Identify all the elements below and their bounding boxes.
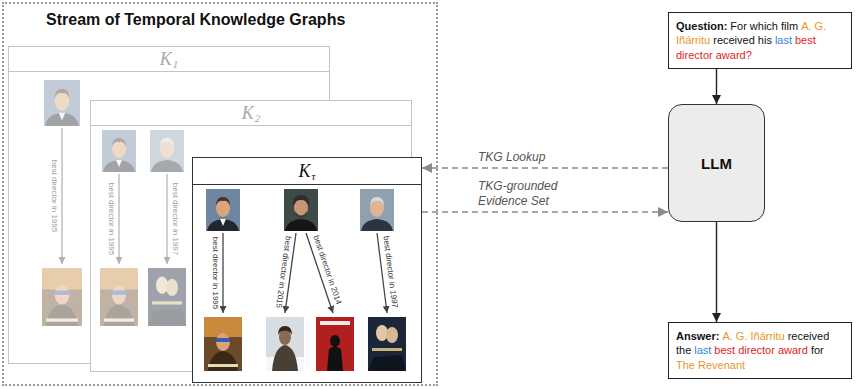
text-run: A. G. Iñárritu [722,330,784,342]
graph-symbol: K [242,103,254,124]
question-box: Question:For which filmA. G. Iñárriturec… [668,12,852,69]
person-photo [284,189,318,231]
llm-box: LLM [668,104,765,222]
text-run: best director award [714,344,808,356]
film-poster [316,317,354,371]
graph-header: K1 [9,47,329,72]
text-run: last [775,34,792,46]
faded-group [100,130,186,326]
graph-header: K2 [91,101,411,126]
person-photo [206,189,240,231]
relation-arrow [222,233,223,313]
edge-label: TKG Lookup [476,150,547,164]
relation-arrow [306,233,333,313]
region-title: Stream of Temporal Knowledge Graphs [46,11,436,29]
text-paragraph: Question:For which filmA. G. Iñárriturec… [676,19,844,62]
edge-label: TKG-grounded Evidence Set [476,179,576,208]
person-photo [102,130,136,172]
answer-box: Answer:A. G. Iñárritureceived thelastbes… [668,322,852,379]
text-run: for [811,344,824,356]
person-photo [44,80,80,126]
relation-arrow [61,128,62,264]
film-poster [204,317,242,371]
graph-symbol: K [160,49,172,70]
graph-index: 2 [255,112,261,124]
text-run: received his [713,34,772,46]
text-run: Answer: [676,330,719,342]
graph-illustration [192,157,422,383]
film-poster [100,268,138,326]
relation-arrow [285,233,296,313]
box-label: LLM [701,155,732,172]
text-run: For which film [730,20,798,32]
graph-symbol: K [299,161,311,182]
graph-snapshot: Kτ [192,157,422,383]
text-run: The Revenant [676,359,745,371]
person-photo [150,130,184,172]
film-poster [42,268,82,326]
person-photo [360,189,394,231]
text-run: Question: [676,20,727,32]
relation-arrow [118,174,119,264]
graph-index: 1 [173,58,179,70]
faded-group [42,80,82,326]
connector [422,211,668,213]
connector [422,167,668,169]
text-run: last [694,344,711,356]
relation-arrow [166,174,167,264]
text-paragraph: Answer:A. G. Iñárritureceived thelastbes… [676,329,844,372]
connector [716,222,717,322]
graph-header: Kτ [193,158,421,185]
film-poster [368,317,406,371]
stream-region: K1 K2 Kτ Stream of Temporal Knowledge Gr… [2,2,438,386]
film-poster [148,268,186,326]
relation-arrow [377,233,387,313]
graph-index: τ [312,170,316,182]
film-poster [266,317,304,371]
connector [716,69,717,104]
